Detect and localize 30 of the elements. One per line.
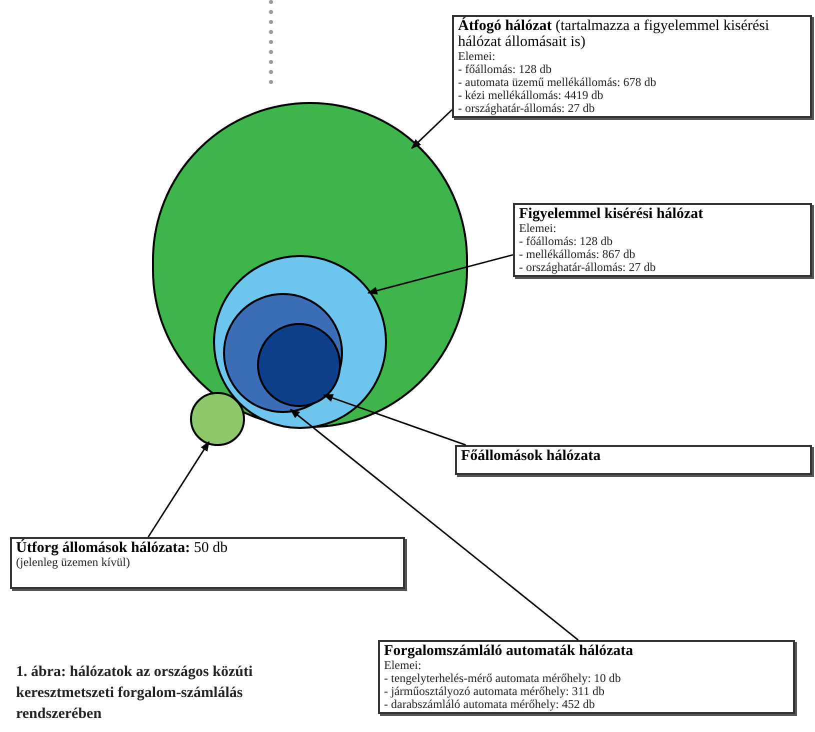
callout-line: - darabszámláló automata mérőhely: 452 db [384, 698, 596, 711]
arrow [367, 254, 514, 295]
callout-heading: Útforg állomások hálózata: 50 db [16, 540, 229, 556]
callout-line: Elemei: [458, 50, 496, 63]
callout-box [455, 445, 812, 475]
callout-line: - főállomás: 128 db [458, 63, 553, 76]
arrow [290, 408, 579, 641]
arrow [148, 441, 210, 538]
callout-heading: Átfogó hálózat (tartalmazza a figyelemmel kisérési hálózat állomásait is) [458, 18, 770, 50]
callout-box [10, 537, 405, 589]
callout-line: - automata üzemű mellékállomás: 678 db [458, 76, 658, 89]
arrow [323, 394, 466, 446]
arrow [411, 109, 453, 149]
caption: 1. ábra: hálózatok az országos közúti keresztmetszeti forgalom-számlálás rendszerében [16, 663, 254, 724]
callout-line: - országhatár-állomás: 27 db [458, 102, 596, 115]
callout-heading: Főállomások hálózata [461, 448, 602, 464]
callout-box [452, 15, 812, 118]
callout-line: - főállomás: 128 db [519, 235, 614, 248]
callout-line: - járműosztályozó automata mérőhely: 311 db [384, 685, 606, 698]
callout-line: - tengelyterhelés-mérő automata mérőhely: 10 db [384, 672, 622, 685]
callout-line: - országhatár-állomás: 27 db [519, 261, 657, 274]
callout-line: Elemei: [384, 659, 422, 672]
callout-heading: Forgalomszámláló automaták hálózata [384, 643, 634, 659]
callout-line: Elemei: [519, 222, 556, 235]
callout-box [378, 640, 795, 714]
callout-box [513, 203, 812, 277]
callout-heading: Figyelemmel kisérési hálózat [519, 206, 704, 222]
callout-line: - mellékállomás: 867 db [519, 248, 636, 261]
callout-line: (jelenleg üzemen kívül) [16, 556, 131, 569]
callout-line: - kézi mellékállomás: 4419 db [458, 89, 604, 102]
